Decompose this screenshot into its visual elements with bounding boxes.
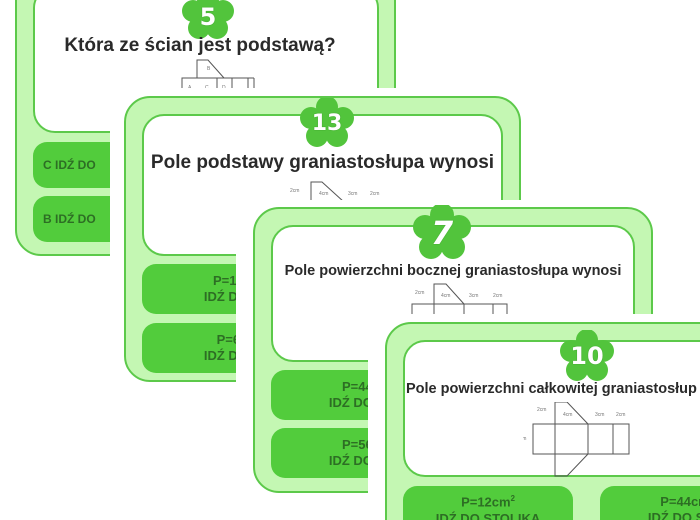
svg-text:4cm: 4cm [523,436,526,442]
answer-label: B IDŹ DO [43,211,96,226]
question-text: Która ze ścian jest podstawą? [64,35,336,56]
svg-text:2cm: 2cm [290,188,299,194]
flower-badge-icon: 13 [299,96,355,148]
svg-text:2cm: 2cm [370,191,379,197]
svg-text:2cm: 2cm [415,290,424,296]
svg-text:4cm: 4cm [319,191,328,197]
answer-destination: IDŹ DO STOLIKA [435,510,541,520]
answer-destination: IDŹ DO STO [647,510,700,520]
flower-badge-icon: 10 [559,329,615,382]
net-diagram: B A C D [181,59,255,92]
net-diagram: 2cm 4cm 3cm 2cm [411,283,508,314]
flower-badge-icon: 5 [182,0,234,40]
svg-text:4cm: 4cm [441,293,450,299]
answer-value: P=12cm2 [461,494,515,510]
net-diagram: 2cm 4cm 3cm 2cm 4cm [523,402,630,477]
svg-text:B: B [207,66,211,72]
question-text: Pole powierzchni całkowitej graniastosłu… [406,381,697,397]
svg-text:2cm: 2cm [616,412,625,418]
answer-button-1[interactable]: P=12cm2 IDŹ DO STOLIKA [403,486,573,520]
flower-badge-icon: 7 [413,203,471,261]
question-text: Pole powierzchni bocznej graniastosłupa … [284,263,622,279]
card-question-10[interactable]: 10 Pole powierzchni całkowitej graniasto… [368,314,700,520]
svg-text:3cm: 3cm [595,412,604,418]
answer-value: P=44cm [660,494,700,509]
answer-button-2[interactable]: P=44cm IDŹ DO STO [600,486,700,520]
question-number: 7 [430,214,454,252]
question-panel [403,340,700,477]
svg-text:4cm: 4cm [563,412,572,418]
question-number: 13 [311,110,343,136]
svg-text:2cm: 2cm [537,407,546,413]
svg-text:2cm: 2cm [493,293,502,299]
svg-text:3cm: 3cm [348,191,357,197]
question-number: 5 [199,3,217,31]
question-text: Pole podstawy graniastosłupa wynosi [150,152,495,173]
question-number: 10 [570,342,604,370]
svg-text:3cm: 3cm [469,293,478,299]
answer-label: C IDŹ DO [43,157,96,172]
